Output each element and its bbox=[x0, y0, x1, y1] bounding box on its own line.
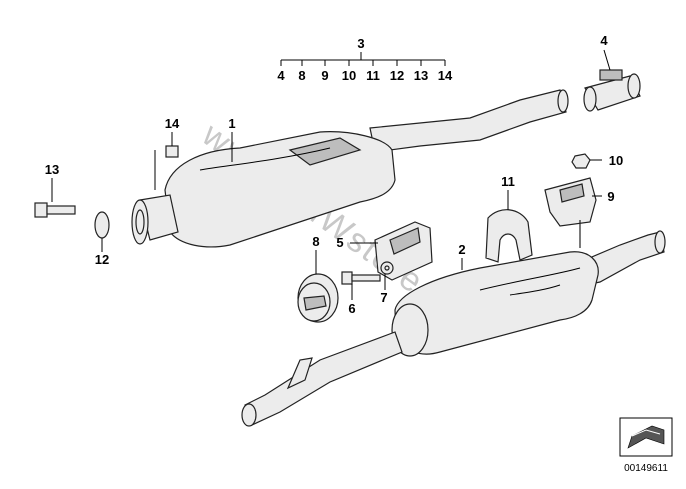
rubber-mount-8 bbox=[297, 250, 339, 323]
gasket-ring bbox=[94, 211, 110, 239]
reference-box: 00149611 bbox=[619, 417, 673, 474]
reference-number: 00149611 bbox=[624, 463, 668, 474]
group-3-bracket: 3 4 8 9 10 11 12 13 14 bbox=[277, 36, 453, 83]
clamp-end-right bbox=[627, 73, 641, 99]
callout-1: 1 bbox=[228, 116, 235, 131]
front-silencer bbox=[131, 89, 569, 248]
group-3-item: 8 bbox=[298, 68, 305, 83]
car-outline-highlight bbox=[631, 429, 661, 437]
bracket-9-slot bbox=[559, 183, 585, 203]
callout-12: 12 bbox=[95, 252, 109, 267]
rear-silencer-endcap bbox=[391, 303, 429, 357]
bracket-9-body bbox=[544, 177, 597, 227]
front-flange-hole bbox=[135, 209, 145, 235]
bolt-13 bbox=[34, 178, 76, 218]
pipe-clamp-top bbox=[583, 49, 641, 112]
callout-9: 9 bbox=[607, 189, 614, 204]
callout-13: 13 bbox=[45, 162, 59, 177]
front-pipe-end bbox=[557, 89, 569, 113]
callout-11: 11 bbox=[501, 174, 515, 189]
nut-10 bbox=[571, 153, 602, 169]
callout-3: 3 bbox=[357, 36, 364, 51]
group-3-item: 9 bbox=[321, 68, 328, 83]
washer-7 bbox=[380, 261, 394, 290]
bolt-shank bbox=[46, 205, 76, 215]
bracket-slot bbox=[389, 227, 421, 255]
front-silencer-body bbox=[164, 131, 396, 248]
callout-4: 4 bbox=[600, 33, 608, 48]
front-silencer-seam bbox=[288, 137, 362, 166]
gasket-ring-12 bbox=[94, 211, 110, 252]
callout-5: 5 bbox=[336, 235, 343, 250]
nut-10-shape bbox=[571, 153, 591, 169]
bolt-head bbox=[34, 202, 48, 218]
rear-inlet-pipe bbox=[244, 331, 403, 426]
callout-8: 8 bbox=[312, 234, 319, 249]
bolt-6 bbox=[341, 271, 381, 300]
front-pipe bbox=[369, 89, 567, 153]
rear-silencer-body bbox=[394, 251, 599, 355]
callout-2: 2 bbox=[458, 242, 465, 257]
bracket-9 bbox=[544, 177, 602, 248]
hanger-11-shape bbox=[485, 209, 533, 263]
callout-6: 6 bbox=[348, 301, 355, 316]
rubber-hanger-11 bbox=[485, 190, 533, 263]
group-3-item: 12 bbox=[390, 68, 404, 83]
group-3-item: 4 bbox=[277, 68, 285, 83]
bolt-6-shank bbox=[351, 274, 381, 282]
nut-14 bbox=[154, 132, 179, 190]
rear-silencer bbox=[241, 230, 666, 427]
callout-10: 10 bbox=[609, 153, 623, 168]
callout-14: 14 bbox=[165, 116, 180, 131]
front-silencer-ridge bbox=[199, 147, 331, 171]
rear-tail-end bbox=[654, 230, 666, 254]
washer-7-hole bbox=[384, 265, 390, 271]
callout-7: 7 bbox=[380, 290, 387, 305]
rear-silencer-ridge-2 bbox=[509, 284, 561, 296]
clamp-end-left bbox=[583, 86, 597, 112]
rear-inlet-end bbox=[241, 403, 257, 427]
bolt-6-head bbox=[341, 271, 353, 285]
group-3-item: 10 bbox=[342, 68, 356, 83]
rear-silencer-ridge bbox=[479, 267, 581, 291]
mount-8-core bbox=[303, 295, 327, 311]
group-3-item: 13 bbox=[414, 68, 428, 83]
nut-14-shape bbox=[165, 145, 179, 158]
rear-branch-pipe bbox=[286, 357, 313, 390]
group-3-item: 11 bbox=[366, 68, 380, 83]
clamp-bolt-block bbox=[599, 69, 623, 81]
leader-4-top bbox=[603, 49, 611, 71]
group-3-item: 14 bbox=[438, 68, 453, 83]
